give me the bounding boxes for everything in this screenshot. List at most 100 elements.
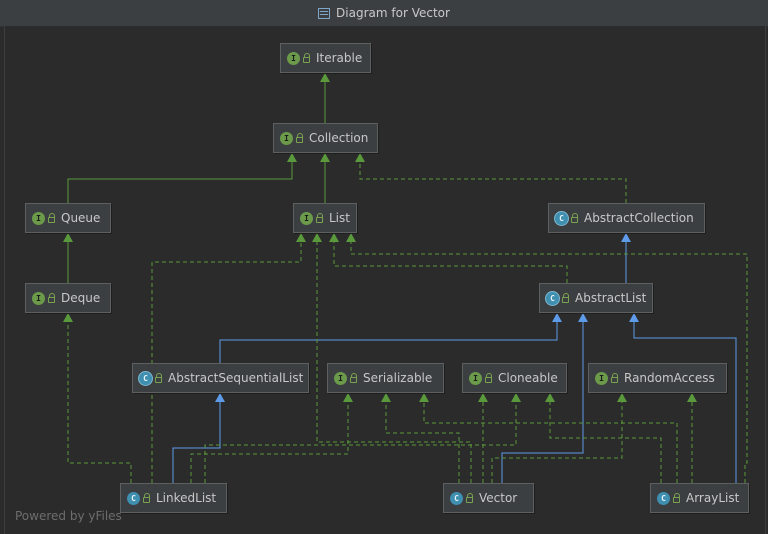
edge-line [350, 233, 748, 483]
node-label: AbstractList [575, 291, 647, 305]
edge-line [385, 393, 460, 483]
public-lock-icon [48, 293, 55, 303]
abstract-class-icon: C [546, 291, 559, 305]
edge-linkedlist-to-abstractsequentiallist [172, 393, 225, 483]
edge-vector-to-serializable [381, 393, 460, 483]
public-lock-icon [296, 133, 303, 143]
edge-line [333, 233, 568, 283]
arrowhead [478, 393, 488, 402]
node-random-access[interactable]: I RandomAccess [588, 363, 727, 393]
arrowhead [545, 393, 555, 402]
node-abstract-list[interactable]: C AbstractList [539, 283, 653, 313]
edge-queue-to-collection [67, 153, 297, 203]
edge-linkedlist-to-list [151, 233, 306, 483]
edge-linkedlist-to-deque [63, 313, 132, 483]
node-label: AbstractSequentialList [168, 371, 304, 385]
public-lock-icon [485, 373, 492, 383]
class-icon: C [450, 491, 463, 505]
arrowhead [312, 233, 322, 242]
arrowhead [63, 313, 73, 322]
edge-vector-to-cloneable [478, 393, 488, 483]
edge-abstractcollection-to-collection [355, 153, 627, 203]
node-abstract-sequential-list[interactable]: C AbstractSequentialList [132, 363, 309, 393]
interface-icon: I [32, 291, 45, 305]
edge-list-to-collection [320, 153, 330, 203]
node-label: Serializable [363, 371, 433, 385]
arrowhead [687, 393, 697, 402]
arrowhead [355, 153, 365, 162]
abstract-class-icon: C [139, 371, 152, 385]
node-abstract-collection[interactable]: C AbstractCollection [548, 203, 705, 233]
public-lock-icon [611, 373, 618, 383]
arrowhead [329, 233, 339, 242]
edge-vector-to-randomaccess [491, 393, 627, 483]
edge-linkedlist-to-serializable [190, 393, 353, 483]
node-label: List [329, 211, 350, 225]
edge-line [549, 393, 662, 483]
interface-icon: I [595, 371, 608, 385]
node-vector[interactable]: C Vector [443, 483, 534, 513]
edge-arraylist-to-randomaccess [687, 393, 697, 483]
node-label: AbstractCollection [584, 211, 694, 225]
node-label: LinkedList [156, 491, 217, 505]
node-label: Cloneable [498, 371, 558, 385]
edge-linkedlist-to-cloneable [204, 393, 521, 483]
edge-arraylist-to-serializable [419, 393, 678, 483]
public-lock-icon [673, 493, 680, 503]
edge-arraylist-to-list [346, 233, 748, 483]
interface-icon: I [280, 131, 293, 145]
interface-icon: I [469, 371, 482, 385]
node-linked-list[interactable]: C LinkedList [120, 483, 227, 513]
edge-line [204, 393, 517, 483]
class-icon: C [657, 491, 670, 505]
edge-line [423, 393, 678, 483]
arrowhead [320, 73, 330, 82]
edge-abstractlist-to-abstractcollection [621, 233, 631, 283]
node-label: Vector [479, 491, 518, 505]
diagram-icon [318, 7, 331, 19]
node-queue[interactable]: I Queue [25, 203, 111, 233]
arrowhead [287, 153, 297, 162]
public-lock-icon [571, 213, 578, 223]
edge-line [359, 153, 627, 203]
arrowhead [346, 233, 356, 242]
edge-collection-to-iterable [320, 73, 330, 123]
public-lock-icon [303, 53, 310, 63]
node-label: Queue [61, 211, 101, 225]
node-collection[interactable]: I Collection [273, 123, 378, 153]
arrowhead [296, 233, 306, 242]
edge-vector-to-abstractlist [501, 313, 588, 483]
arrowhead [578, 313, 588, 322]
edge-line [501, 313, 584, 483]
class-icon: C [127, 491, 140, 505]
arrowhead [320, 153, 330, 162]
arrowhead [621, 233, 631, 242]
edge-abstractlist-to-list [329, 233, 568, 283]
arrowhead [617, 393, 627, 402]
public-lock-icon [562, 293, 569, 303]
public-lock-icon [350, 373, 357, 383]
public-lock-icon [143, 493, 150, 503]
node-label: Collection [309, 131, 369, 145]
public-lock-icon [316, 213, 323, 223]
arrowhead [419, 393, 429, 402]
edge-line [151, 233, 302, 483]
edge-arraylist-to-cloneable [545, 393, 662, 483]
abstract-class-icon: C [555, 211, 568, 225]
window-titlebar: Diagram for Vector [0, 0, 768, 27]
interface-icon: I [32, 211, 45, 225]
edges-layer [63, 73, 748, 483]
node-cloneable[interactable]: I Cloneable [462, 363, 567, 393]
window-title: Diagram for Vector [336, 6, 450, 20]
edge-abstractsequentiallist-to-abstractlist [219, 313, 562, 363]
arrowhead [215, 393, 225, 402]
public-lock-icon [155, 373, 162, 383]
node-label: RandomAccess [624, 371, 715, 385]
edge-line [633, 313, 737, 483]
